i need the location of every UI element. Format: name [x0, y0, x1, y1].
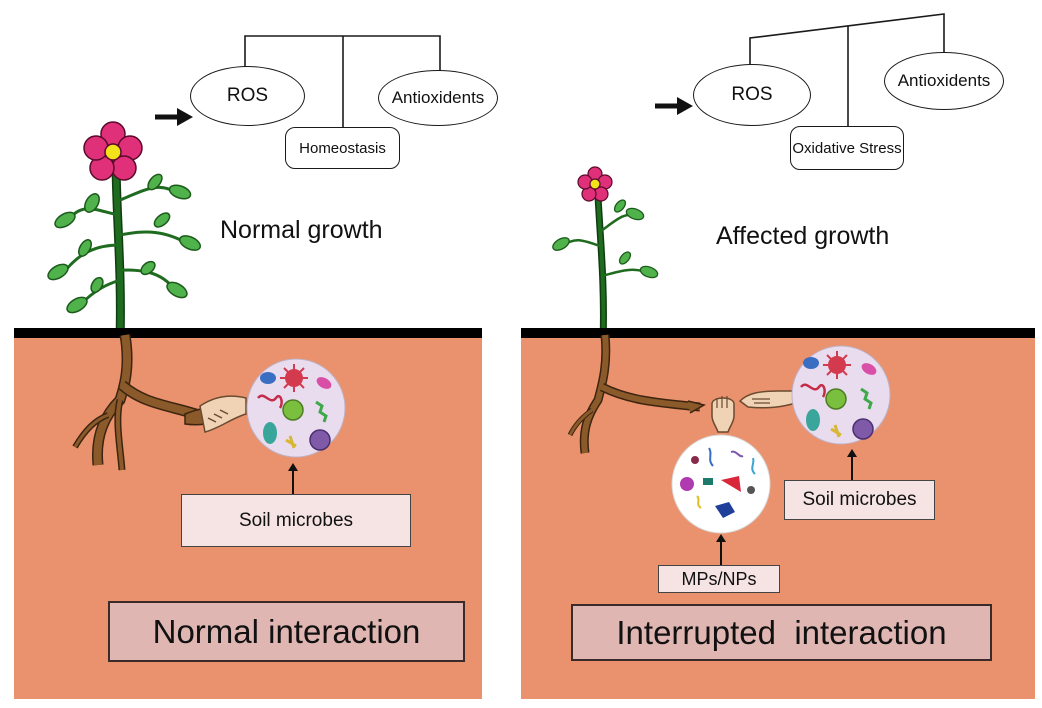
ros-node: ROS — [693, 64, 811, 126]
green-chain-icon — [315, 400, 328, 423]
arrow-up-icon — [716, 534, 726, 566]
healthy-plant — [47, 121, 202, 341]
ground-line — [521, 328, 1035, 338]
microbe-cluster-icon — [791, 345, 891, 445]
pink-bacterium-icon — [861, 363, 877, 375]
growth-caption: Affected growth — [716, 222, 890, 250]
left-flowchart-connectors — [244, 35, 441, 128]
ground-line — [14, 328, 482, 338]
homeostasis-node: Homeostasis — [285, 127, 400, 169]
antioxidants-node: Antioxidents — [884, 52, 1004, 110]
ros-node: ROS — [190, 66, 305, 126]
flower-icon — [577, 166, 613, 202]
oxidative-stress-node: Oxidative Stress — [790, 126, 904, 170]
fist-icon — [711, 396, 735, 433]
hand-icon — [738, 390, 797, 409]
red-worm-icon — [800, 383, 826, 398]
antioxidants-label: Antioxidents — [391, 88, 485, 107]
arrow-up-icon — [847, 449, 857, 481]
mps-nps-label-box: MPs/NPs — [658, 565, 780, 593]
purple-cell-icon — [852, 418, 874, 440]
homeostasis-label: Homeostasis — [299, 139, 386, 157]
root-icon — [567, 334, 706, 454]
handshake-icon — [184, 395, 247, 433]
soil-microbes-label-box: Soil microbes — [784, 480, 935, 520]
red-worm-icon — [257, 394, 283, 409]
mps-nps-label: MPs/NPs — [681, 568, 757, 589]
normal-interaction-box: Normal interaction — [108, 601, 465, 662]
teal-bacterium-icon — [263, 422, 277, 444]
stunted-plant — [552, 166, 659, 343]
leaf-icon — [47, 173, 202, 314]
soil — [521, 335, 1035, 699]
pink-bacterium-icon — [316, 377, 332, 389]
leaf-icon — [552, 199, 659, 279]
ros-label: ROS — [226, 85, 269, 106]
antioxidants-node: Antioxidents — [378, 70, 498, 126]
normal-interaction-label: Normal interaction — [152, 612, 421, 650]
particle-cluster-icon — [671, 434, 771, 534]
green-cell-icon — [282, 399, 304, 421]
interrupted-interaction-label: Interrupted interaction — [616, 613, 947, 651]
blue-bacterium-icon — [260, 372, 276, 384]
arrow-right-icon — [155, 108, 193, 126]
soil-microbes-label: Soil microbes — [238, 509, 354, 531]
virus-icon — [280, 364, 308, 392]
ros-label: ROS — [731, 84, 773, 105]
teal-bacterium-icon — [806, 409, 820, 431]
blue-bacterium-icon — [803, 357, 819, 369]
yellow-rod-icon — [830, 424, 842, 438]
soil-microbes-label: Soil microbes — [802, 489, 917, 510]
arrow-up-icon — [288, 463, 298, 497]
green-cell-icon — [825, 388, 847, 410]
soil-microbes-label-box: Soil microbes — [181, 494, 411, 547]
microbe-cluster-icon — [246, 358, 346, 458]
virus-icon — [823, 351, 851, 379]
purple-cell-icon — [309, 429, 331, 451]
growth-caption: Normal growth — [220, 216, 383, 244]
left-scenario: ROS Antioxidents Homeostasis Normal grow… — [14, 35, 498, 699]
interrupted-interaction-box: Interrupted interaction — [571, 604, 992, 661]
flower-icon — [83, 121, 143, 181]
yellow-rod-icon — [285, 435, 297, 449]
right-soil-panel — [521, 328, 1035, 699]
green-chain-icon — [860, 387, 873, 410]
antioxidants-label: Antioxidents — [897, 71, 991, 90]
oxidative-stress-label: Oxidative Stress — [792, 139, 902, 157]
arrow-right-icon — [655, 97, 693, 115]
